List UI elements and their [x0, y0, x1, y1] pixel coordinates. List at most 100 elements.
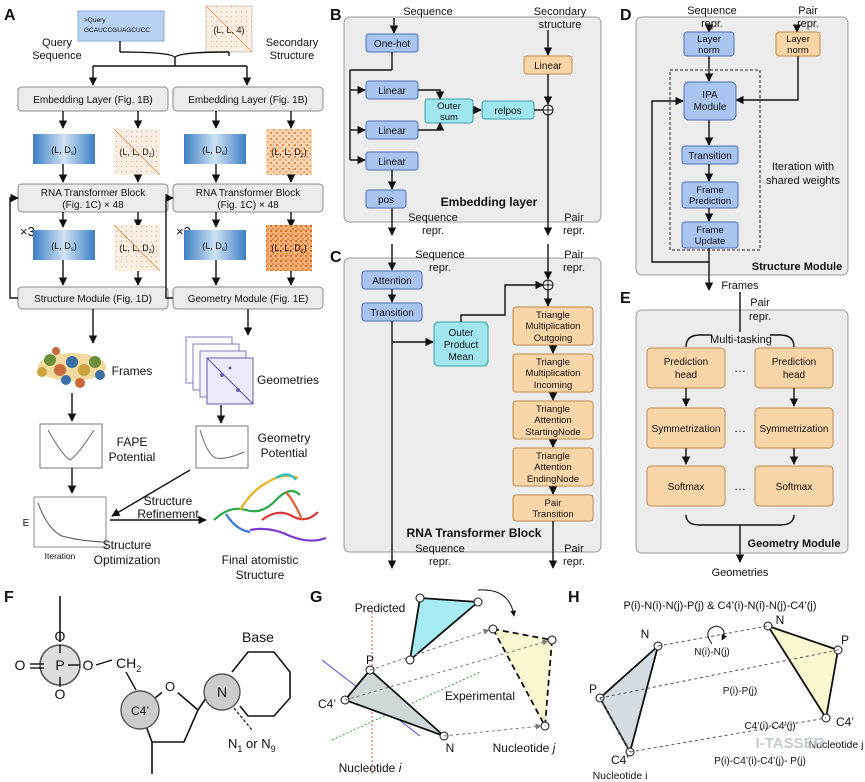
embedding-layer-title: Embedding layer [441, 195, 538, 209]
fu-label-1: Frame [696, 225, 723, 236]
multitasking-label: Multi-tasking [710, 334, 772, 346]
iteration-dashed-box [669, 69, 761, 251]
embedding-layer-1 [17, 86, 169, 112]
f-n1-or-n9: N1 or N9 [228, 736, 276, 754]
pos-label: pos [378, 195, 394, 206]
panel-b: Sequence Secondary structure One-hot Lin… [343, 6, 602, 237]
c-output-seq-1: Sequence [415, 543, 465, 555]
nucleotide-j-triangle-h [765, 624, 840, 721]
structure-module-label: Structure Module (Fig. 1D) [34, 294, 152, 305]
tae-label-1: Triangle [536, 451, 570, 462]
tas-label-2: Attention [534, 415, 572, 426]
panel-d: Sequence repr. Pair repr. Layer norm Lay… [635, 5, 849, 292]
transition-box-d [681, 145, 739, 165]
watermark-text: I-TASSER [756, 735, 825, 752]
panel-label-d: D [620, 7, 632, 24]
embedding-layer-2-label: Embedding Layer (Fig. 1B) [188, 95, 308, 106]
pair-tensor-3-label: (L, L, Dz) [119, 243, 155, 255]
pt-label-1: Pair [545, 498, 562, 509]
c-input-pair-1: Pair [564, 249, 584, 261]
d-input-pair-2: repr. [797, 18, 819, 30]
pair-tensor-2-label: (L, L, Dz) [271, 147, 307, 159]
softmax-2-label: Softmax [776, 482, 813, 493]
outer-sum-box [424, 98, 474, 124]
panel-f: O P O O O CH2 C4’ O N Base N1 or N9 [15, 596, 291, 774]
geometry-module-label: Geometry Module (Fig. 1E) [188, 294, 309, 305]
linear-2-label: Linear [378, 126, 406, 137]
pred-head-1-label-1: Prediction [664, 357, 708, 368]
ln-pair-label-2: norm [787, 45, 809, 56]
h-p-right: P [841, 633, 849, 647]
optimization-label-2: Optimization [94, 553, 161, 567]
h-nn-label: N(i)-N(j) [694, 647, 730, 658]
query-sequence-box [77, 10, 165, 42]
pair-tensor-2 [266, 129, 312, 175]
dots-3: … [734, 479, 746, 493]
transformer-block-1-line1: RNA Transformer Block [41, 188, 146, 199]
tmo-label-3: Outgoing [534, 333, 573, 344]
g-c4-label: C4’ [318, 697, 336, 711]
panel-c: Sequence repr. Pair repr. Attention Tran… [343, 244, 602, 569]
nucleotide-i-triangle [343, 668, 445, 737]
e-input-1: Pair [750, 297, 770, 309]
h-nucleotide-i: Nucleotide i [593, 770, 648, 782]
nucleotide-j-label: Nucleotide j [493, 741, 556, 755]
h-n-left: N [641, 627, 650, 641]
f-o-right: O [83, 657, 94, 673]
x3-left: ×3 [20, 224, 35, 239]
f-o-bottom: O [55, 686, 66, 702]
opm-label-2: Product [444, 340, 479, 351]
pair-tensor-1-label: (L, L, Dz) [119, 147, 155, 159]
h-c4-right: C4’ [836, 715, 854, 729]
tas-label-3: StartingNode [525, 427, 580, 438]
axis-energy: E [23, 518, 30, 529]
c4-circle [120, 690, 160, 730]
d-output-frames: Frames [721, 280, 759, 292]
iteration-label-1: Iteration with [772, 161, 834, 173]
refinement-label-2: Refinement [137, 507, 199, 521]
h-n-right: N [776, 613, 785, 627]
frames-label: Frames [112, 364, 153, 378]
ln-seq-label-1: Layer [697, 34, 721, 45]
h-c4-left: C4’ [611, 753, 629, 767]
embedding-layer-2 [172, 86, 324, 112]
frame-update-box [681, 221, 739, 249]
d-input-seq-1: Sequence [687, 5, 737, 17]
transition-c-label: Transition [370, 308, 414, 319]
dots-2: … [734, 421, 746, 435]
geometry-potential-label-2: Potential [261, 446, 308, 460]
f-c4: C4’ [131, 704, 149, 718]
c-output-seq-2: repr. [429, 556, 451, 568]
panel-label-b: B [330, 7, 342, 24]
geometries-stack-image [185, 336, 254, 405]
transformer-block-2-line1: RNA Transformer Block [196, 188, 301, 199]
fape-label-2: Potential [109, 450, 156, 464]
final-structure-label-2: Structure [236, 568, 285, 582]
nucleotide-i-triangle-h [598, 643, 660, 755]
seq-tensor-1 [33, 134, 95, 164]
b-output-seq-2: repr. [422, 225, 444, 237]
panel-label-a: A [4, 7, 16, 24]
optimization-label-1: Structure [103, 538, 152, 552]
frame-prediction-box [681, 181, 739, 209]
attention-label: Attention [372, 276, 411, 287]
predicted-label: Predicted [355, 601, 406, 615]
outer-sum-label-2: sum [440, 112, 458, 123]
h-p-left: P [589, 682, 597, 696]
ss-label-1: Secondary [266, 37, 319, 49]
f-o-left: O [15, 657, 26, 673]
tmi-label-2: Multiplication [526, 368, 581, 379]
h-cc-label: C4’(i)-C4’(j) [744, 721, 795, 732]
prediction-head-1 [646, 347, 726, 389]
pt-label-2: Transition [532, 509, 573, 520]
optimization-plot [33, 496, 107, 548]
ln-pair-label-1: Layer [786, 34, 810, 45]
sym-1-label: Symmetrization [652, 424, 721, 435]
geometries-label: Geometries [257, 373, 319, 387]
fp-label-1: Frame [696, 185, 723, 196]
panel-label-f: F [4, 589, 14, 606]
pred-head-2-label-1: Prediction [772, 357, 816, 368]
seq-tensor-1-label: (L, Ds) [51, 145, 77, 157]
query-label-2: Sequence [32, 50, 82, 62]
ln-seq-label-2: norm [698, 45, 720, 56]
